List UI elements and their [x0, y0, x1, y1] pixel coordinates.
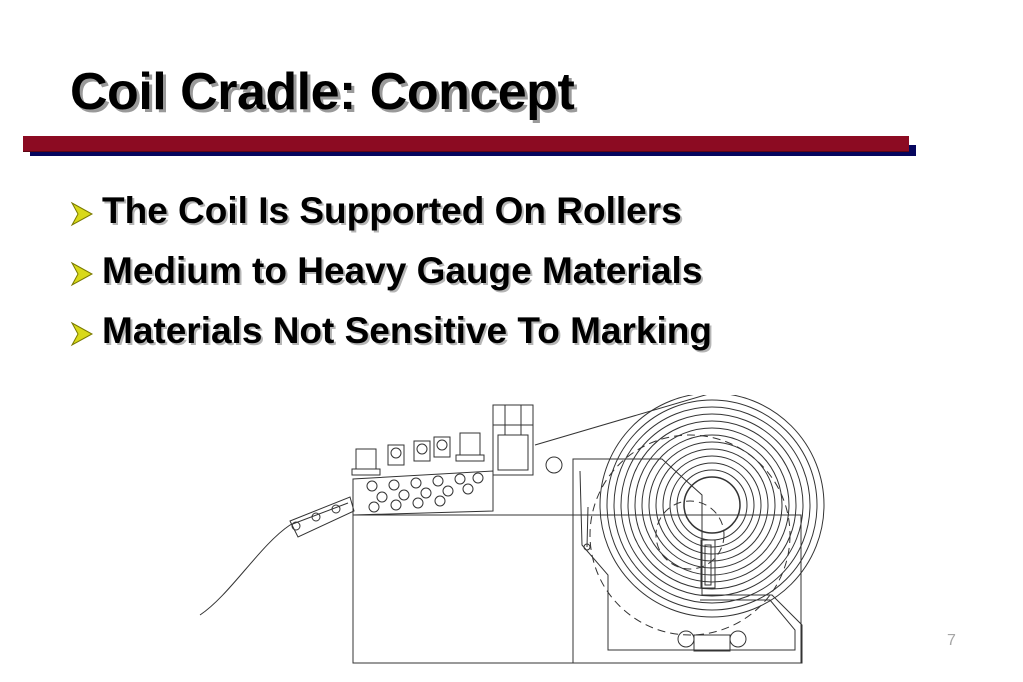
- arrowhead-bullet-icon: [70, 261, 94, 287]
- page-number: 7: [947, 632, 956, 649]
- bullet-item: Materials Not Sensitive To Marking: [70, 310, 712, 370]
- bullet-item: The Coil Is Supported On Rollers: [70, 190, 712, 250]
- bullet-text: Medium to Heavy Gauge Materials: [102, 250, 703, 291]
- coil-cradle-machine-illustration: [199, 395, 825, 664]
- arrowhead-bullet-icon: [70, 321, 94, 347]
- bullet-list: The Coil Is Supported On Rollers Medium …: [70, 190, 712, 370]
- bullet-text: Materials Not Sensitive To Marking: [102, 310, 712, 351]
- bullet-text: The Coil Is Supported On Rollers: [102, 190, 682, 231]
- guide-rollers: [289, 496, 355, 538]
- title-rule: [23, 136, 909, 152]
- slide-title: Coil Cradle: Concept: [70, 63, 575, 121]
- bullet-item: Medium to Heavy Gauge Materials: [70, 250, 712, 310]
- arrowhead-bullet-icon: [70, 201, 94, 227]
